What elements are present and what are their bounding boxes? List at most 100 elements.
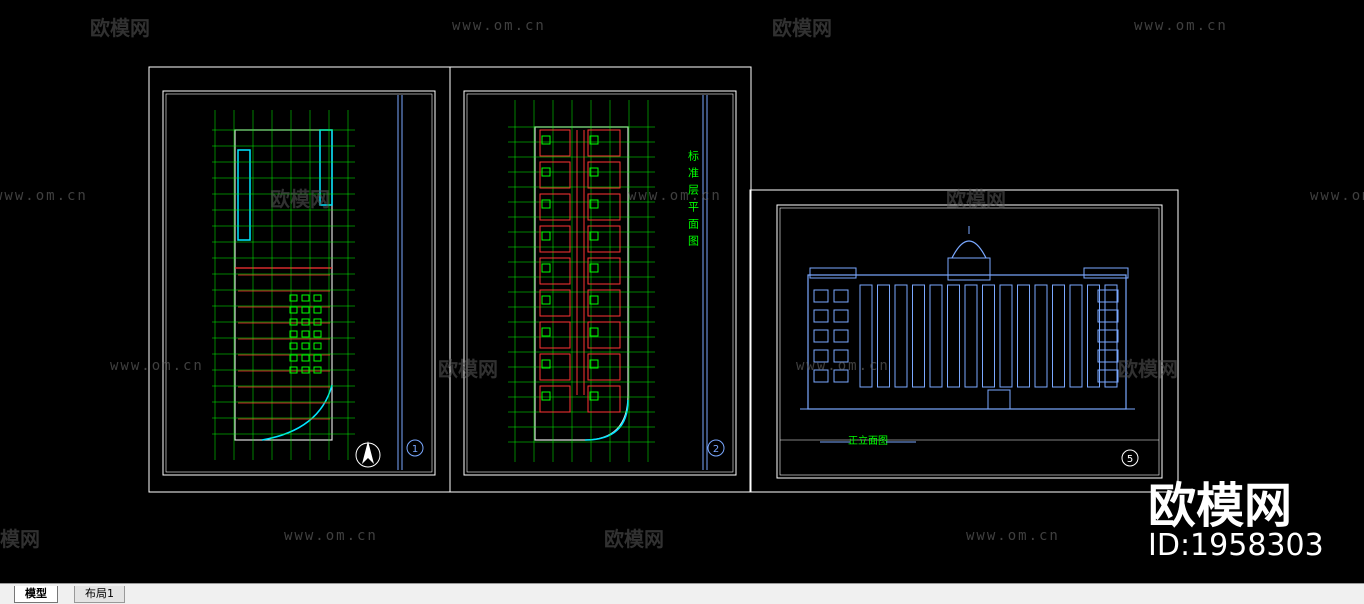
furniture-mark [289, 318, 298, 326]
arched-window [1052, 284, 1065, 388]
room-outline [539, 129, 571, 157]
furniture-mark [289, 306, 298, 314]
side-window [1097, 349, 1119, 363]
furniture-mark [301, 294, 310, 302]
brand-id-text: ID:1958303 [1148, 528, 1324, 563]
fixture-mark [541, 359, 551, 369]
fixture-mark [541, 199, 551, 209]
watermark-logo: 欧模网 [0, 527, 40, 551]
furniture-mark [289, 294, 298, 302]
furniture-mark [313, 330, 322, 338]
room-outline [539, 193, 571, 221]
watermark-logo: 欧模网 [604, 527, 664, 551]
side-window [1097, 309, 1119, 323]
side-window [813, 289, 829, 303]
sheet-1-plan [148, 66, 451, 493]
sheet-2-number: 2 [713, 444, 719, 455]
fixture-mark [541, 391, 551, 401]
side-window [813, 309, 829, 323]
sheet-1-grid [212, 110, 355, 460]
side-window [1097, 369, 1119, 383]
furniture-mark [313, 366, 322, 374]
brand-logo-text: 欧模网 [1148, 478, 1293, 534]
elevation-windows [813, 284, 1119, 388]
fixture-mark [541, 231, 551, 241]
room-outline [539, 161, 571, 189]
watermark-logo: 欧模网 [772, 16, 832, 40]
room-outline [587, 289, 621, 317]
fixture-mark [589, 199, 599, 209]
sheet-2-grid [508, 100, 655, 462]
room-outline [539, 289, 571, 317]
arched-window [964, 284, 978, 388]
sheet-2-number-badge: 2 [707, 439, 725, 457]
fixture-mark [589, 263, 599, 273]
room-outline [587, 129, 621, 157]
furniture-mark [289, 330, 298, 338]
side-window [833, 289, 849, 303]
sheet-3-elevation [749, 189, 1179, 493]
furniture-mark [301, 366, 310, 374]
fixture-mark [589, 327, 599, 337]
fixture-mark [589, 359, 599, 369]
fixture-mark [589, 295, 599, 305]
furniture-mark [301, 354, 310, 362]
furniture-mark [313, 306, 322, 314]
watermark-logo: 欧模网 [270, 187, 330, 211]
room-outline [587, 353, 621, 381]
arched-window [947, 284, 960, 388]
furniture-mark [301, 342, 310, 350]
tab-layout-1[interactable]: 布局1 [74, 586, 125, 603]
room-outline [587, 193, 621, 221]
arched-window [912, 284, 925, 388]
furniture-mark [313, 342, 322, 350]
furniture-mark [301, 330, 310, 338]
cad-drawing-canvas[interactable]: 1 2 标准层平面图 正立面图 5 [0, 0, 1364, 583]
fixture-mark [541, 263, 551, 273]
arched-window [859, 284, 873, 388]
sheet-3-caption: 正立面图 [848, 434, 888, 447]
layout-tab-bar: 模型 布局1 [0, 583, 1364, 604]
watermark-url: www.om.cn [628, 188, 722, 204]
watermark-logo: 欧模网 [946, 187, 1006, 211]
furniture-mark [289, 342, 298, 350]
north-arrow [355, 441, 381, 468]
side-window [833, 309, 849, 323]
sheet-2-plan [449, 66, 752, 493]
arched-window [1069, 284, 1083, 388]
side-window [833, 369, 849, 383]
watermark-url: www.om.cn [1310, 188, 1364, 204]
watermark-url: www.om.cn [452, 18, 546, 34]
fixture-mark [589, 391, 599, 401]
sheet-3-number: 5 [1127, 454, 1133, 465]
arched-window [877, 284, 890, 388]
arched-window [894, 284, 908, 388]
watermark-url: www.om.cn [1134, 18, 1228, 34]
arched-window [982, 284, 995, 388]
furniture-mark [313, 294, 322, 302]
arched-window [929, 284, 943, 388]
room-outline [539, 385, 571, 413]
room-outline [587, 161, 621, 189]
sheet-1-number: 1 [412, 444, 418, 455]
furniture-mark [289, 354, 298, 362]
room-outline [539, 257, 571, 285]
watermark-url: www.om.cn [966, 528, 1060, 544]
sheet-2-title: 标准层平面图 [687, 149, 700, 252]
fixture-mark [541, 167, 551, 177]
tab-model[interactable]: 模型 [14, 586, 58, 603]
room-outline [587, 385, 621, 413]
side-window [1097, 289, 1119, 303]
furniture-mark [313, 318, 322, 326]
arched-window [999, 284, 1013, 388]
side-window [1097, 329, 1119, 343]
sheet-1-number-badge: 1 [406, 439, 424, 457]
room-outline [539, 353, 571, 381]
room-outline [587, 257, 621, 285]
watermark-url: www.om.cn [796, 358, 890, 374]
side-window [833, 329, 849, 343]
sheet-3-number-badge: 5 [1121, 449, 1139, 467]
watermark-url: www.om.cn [110, 358, 204, 374]
room-outline [587, 225, 621, 253]
fixture-mark [589, 167, 599, 177]
